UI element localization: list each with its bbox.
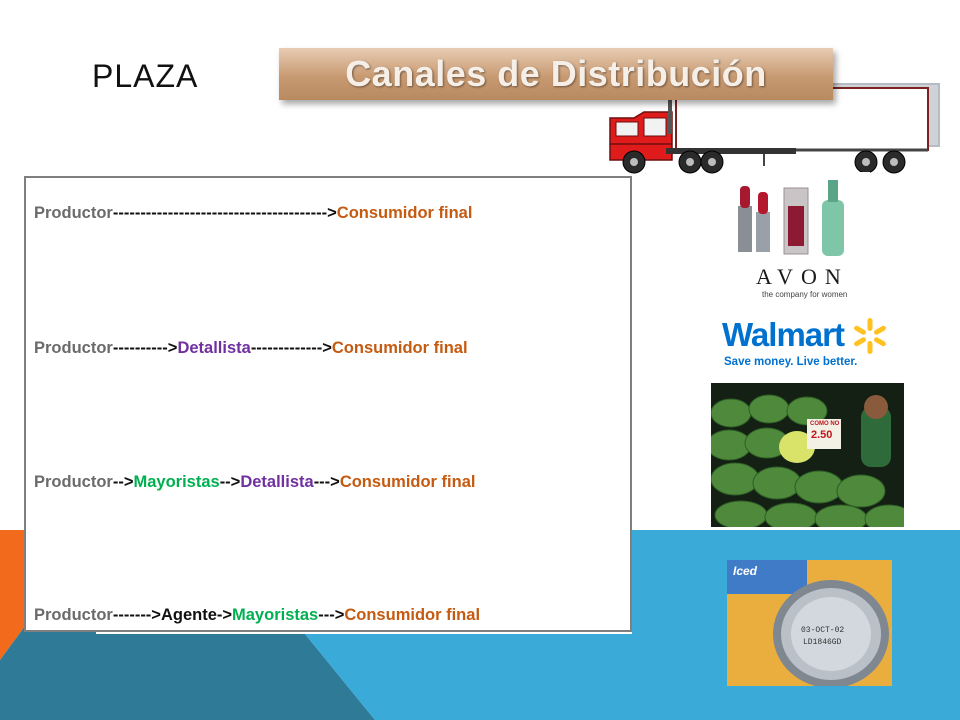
channel-segment: Productor xyxy=(34,473,113,491)
watermelons-illustration xyxy=(711,383,904,527)
channel-segment: Consumidor final xyxy=(331,339,468,357)
channel-row-2: Productor---------->Detallista----------… xyxy=(34,339,468,358)
channel-segment: Productor xyxy=(34,606,113,624)
channel-segment: Consumidor final xyxy=(339,473,476,491)
channels-box: Productor-------------------------------… xyxy=(24,176,632,632)
price-sign-top: COMO NO xyxy=(810,421,840,427)
channel-row-3: Productor-->Mayoristas-->Detallista--->C… xyxy=(34,473,475,492)
channel-row-1: Productor-------------------------------… xyxy=(34,204,472,223)
channel-segment: --> xyxy=(219,473,241,491)
channel-segment: ----------> xyxy=(112,339,178,357)
channel-segment: -------------> xyxy=(250,339,332,357)
channel-segment: Agente xyxy=(160,606,217,624)
market-photo: COMO NO 2.50 xyxy=(711,383,904,527)
section-title: PLAZA xyxy=(92,58,199,94)
channel-segment: Productor xyxy=(34,339,113,357)
walmart-brand: Walmart xyxy=(722,316,845,353)
can-code-line1: 03-OCT-02 xyxy=(801,626,845,635)
channel-segment: Consumidor final xyxy=(344,606,481,624)
walmart-tagline: Save money. Live better. xyxy=(724,356,858,368)
channel-segment: Consumidor final xyxy=(336,204,473,222)
channel-segment: -------> xyxy=(112,606,161,624)
can-photo: Iced 03-OCT-02 LD1846GD xyxy=(727,560,892,686)
channel-segment: ---------------------------------------> xyxy=(112,204,337,222)
channel-row-4: Productor------->Agente->Mayoristas--->C… xyxy=(34,606,480,625)
channel-segment: Productor xyxy=(34,204,113,222)
banner-title: Canales de Distribución xyxy=(345,53,767,94)
channel-segment: Mayoristas xyxy=(232,606,319,624)
walmart-spark-icon xyxy=(854,318,886,354)
channel-segment: -> xyxy=(216,606,233,624)
avon-products-image: AVON the company for women xyxy=(720,172,870,304)
channel-segment: --> xyxy=(112,473,134,491)
channel-segment: ---> xyxy=(313,473,340,491)
avon-tagline: the company for women xyxy=(762,290,848,299)
channel-segment: ---> xyxy=(318,606,345,624)
channel-segment: Mayoristas xyxy=(133,473,220,491)
can-brand: Iced xyxy=(733,564,758,578)
cosmetics-icon xyxy=(738,180,844,256)
can-lid-illustration xyxy=(727,560,892,686)
channel-segment: Detallista xyxy=(177,339,251,357)
truck-illustration xyxy=(609,83,940,174)
title-banner: Canales de Distribución xyxy=(279,48,833,100)
avon-brand: AVON xyxy=(756,264,849,289)
channel-segment: Detallista xyxy=(240,473,314,491)
price-sign-price: 2.50 xyxy=(811,429,833,441)
can-code-line2: LD1846GD xyxy=(803,638,842,647)
walmart-logo: Walmart Save money. Live better. xyxy=(716,310,894,374)
